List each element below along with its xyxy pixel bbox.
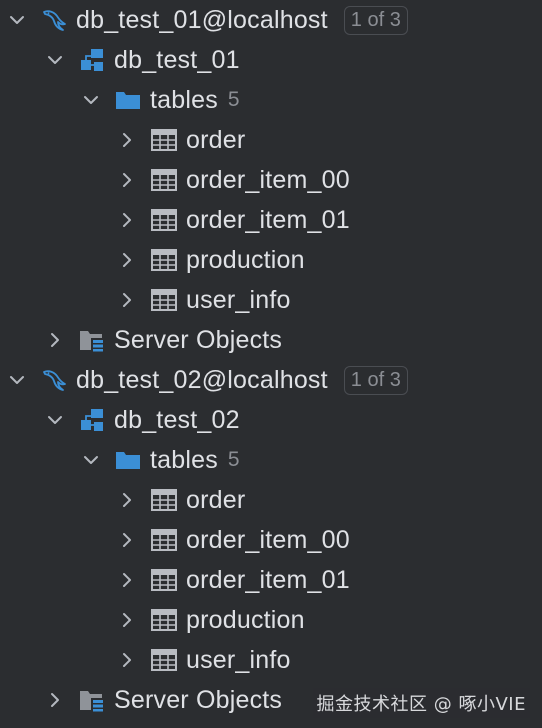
chevron-down-icon[interactable] [46, 51, 64, 69]
chevron-right-icon[interactable] [118, 491, 136, 509]
chevron-right-icon[interactable] [118, 571, 136, 589]
chevron-right-icon[interactable] [118, 171, 136, 189]
server-objects-row[interactable]: Server Objects [0, 680, 542, 720]
table-row[interactable]: order [0, 120, 542, 160]
schema-name: db_test_02 [114, 405, 240, 434]
schema-icon [78, 46, 106, 74]
datasource-name: db_test_02@localhost [76, 365, 328, 394]
table-name: order_item_00 [186, 525, 350, 554]
table-icon [150, 246, 178, 274]
chevron-right-icon[interactable] [118, 291, 136, 309]
table-name: user_info [186, 645, 291, 674]
folder-icon [114, 446, 142, 474]
table-name: order_item_01 [186, 205, 350, 234]
table-row[interactable]: order_item_01 [0, 560, 542, 600]
table-row[interactable]: order_item_01 [0, 200, 542, 240]
tables-folder-row[interactable]: tables 5 [0, 80, 542, 120]
table-row[interactable]: user_info [0, 280, 542, 320]
chevron-right-icon[interactable] [118, 611, 136, 629]
schema-name: db_test_01 [114, 45, 240, 74]
server-objects-icon [78, 326, 106, 354]
table-icon [150, 166, 178, 194]
datasource-row[interactable]: db_test_02@localhost 1 of 3 [0, 360, 542, 400]
table-row[interactable]: order_item_00 [0, 160, 542, 200]
table-row[interactable]: production [0, 600, 542, 640]
table-icon [150, 286, 178, 314]
chevron-down-icon[interactable] [82, 451, 100, 469]
table-name: order_item_01 [186, 565, 350, 594]
datasource-schema-badge[interactable]: 1 of 3 [343, 365, 408, 395]
watermark: 掘金技术社区 @ 啄小VIE [312, 688, 530, 718]
table-name: production [186, 245, 305, 274]
chevron-right-icon[interactable] [46, 331, 64, 349]
schema-icon [78, 406, 106, 434]
chevron-right-icon[interactable] [118, 211, 136, 229]
table-icon [150, 606, 178, 634]
tables-folder-row[interactable]: tables 5 [0, 440, 542, 480]
table-icon [150, 206, 178, 234]
chevron-down-icon[interactable] [8, 11, 26, 29]
datasource-name: db_test_01@localhost [76, 5, 328, 34]
table-name: production [186, 605, 305, 634]
datasource-schema-badge[interactable]: 1 of 3 [343, 5, 408, 35]
server-objects-label: Server Objects [114, 685, 283, 714]
chevron-down-icon[interactable] [46, 411, 64, 429]
tables-count: 5 [227, 448, 240, 471]
chevron-right-icon[interactable] [118, 251, 136, 269]
chevron-right-icon[interactable] [118, 651, 136, 669]
mysql-dolphin-icon [40, 366, 68, 394]
mysql-dolphin-icon [40, 6, 68, 34]
folder-icon [114, 86, 142, 114]
schema-row[interactable]: db_test_01 [0, 40, 542, 80]
table-row[interactable]: order [0, 480, 542, 520]
table-icon [150, 526, 178, 554]
schema-row[interactable]: db_test_02 [0, 400, 542, 440]
chevron-right-icon[interactable] [118, 131, 136, 149]
server-objects-row[interactable]: Server Objects [0, 320, 542, 360]
tables-count: 5 [227, 88, 240, 111]
server-objects-label: Server Objects [114, 325, 283, 354]
table-name: order_item_00 [186, 165, 350, 194]
datasource-row[interactable]: db_test_01@localhost 1 of 3 [0, 0, 542, 40]
chevron-right-icon[interactable] [46, 691, 64, 709]
table-name: user_info [186, 285, 291, 314]
table-icon [150, 486, 178, 514]
table-name: order [186, 485, 246, 514]
tables-folder-label: tables [150, 85, 218, 114]
chevron-down-icon[interactable] [82, 91, 100, 109]
table-icon [150, 566, 178, 594]
table-name: order [186, 125, 246, 154]
tables-folder-label: tables [150, 445, 218, 474]
table-row[interactable]: order_item_00 [0, 520, 542, 560]
table-row[interactable]: production [0, 240, 542, 280]
table-icon [150, 646, 178, 674]
table-icon [150, 126, 178, 154]
chevron-right-icon[interactable] [118, 531, 136, 549]
chevron-down-icon[interactable] [8, 371, 26, 389]
server-objects-icon [78, 686, 106, 714]
table-row[interactable]: user_info [0, 640, 542, 680]
